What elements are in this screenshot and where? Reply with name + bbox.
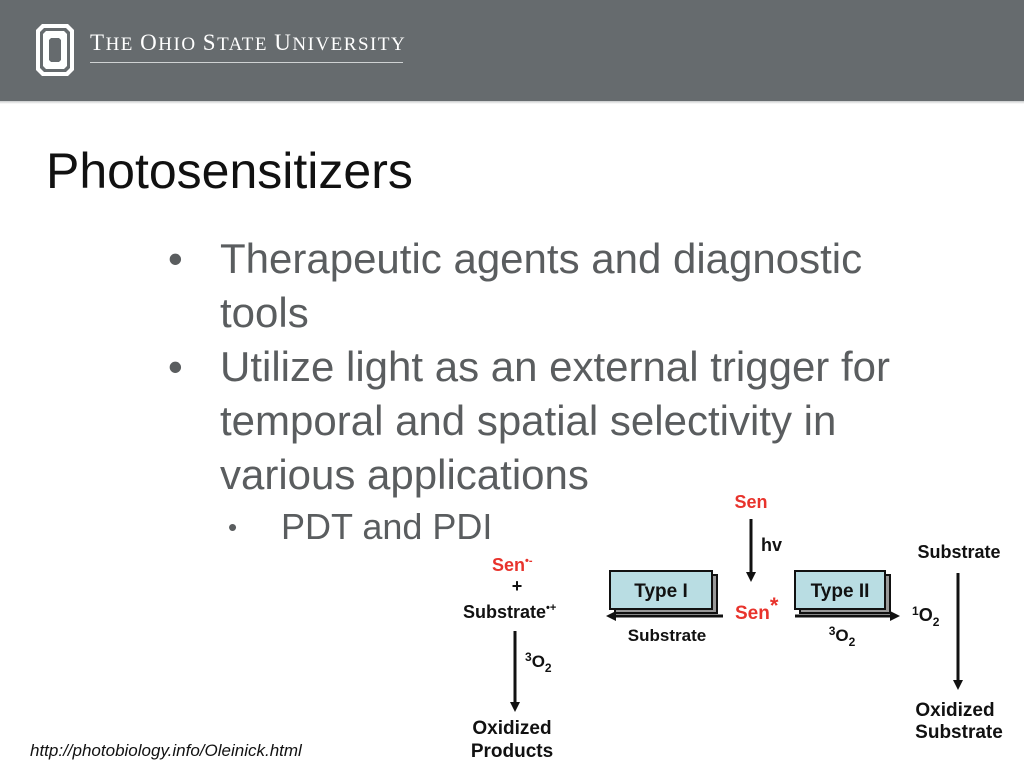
university-header-bar: THE OHIO STATE UNIVERSITY — [0, 0, 1024, 101]
university-name: THE OHIO STATE UNIVERSITY — [90, 30, 407, 55]
diagram-sen-radical-anion: Sen•- — [492, 555, 533, 575]
source-url-link[interactable]: http://photobiology.info/Oleinick.html — [30, 741, 302, 760]
diagram-substrate-type-1: Substrate — [628, 626, 706, 645]
bullet-text: Therapeutic agents and diagnostic tools — [220, 235, 863, 336]
type-2-label: Type II — [811, 581, 870, 602]
block-o-logo-icon — [36, 24, 74, 76]
diagram-hv-label: hv — [761, 535, 782, 555]
bullet-item: • Therapeutic agents and diagnostic tool… — [168, 232, 958, 340]
type-1-label: Type I — [634, 581, 688, 602]
diagram-right-substrate: Substrate — [917, 542, 1000, 562]
diagram-oxidized-substrate-line-1: Oxidized — [915, 700, 994, 721]
sub-bullet-item: • PDT and PDI — [228, 502, 958, 552]
header-divider — [0, 101, 1024, 104]
diagram-oxidized-products-line-1: Oxidized — [472, 718, 551, 739]
university-name-underline — [90, 62, 403, 63]
diagram-triplet-oxygen: 3O2 — [829, 624, 856, 649]
type-1-box: Type I — [609, 570, 718, 614]
diagram-substrate-radical-cation: Substrate•+ — [463, 602, 556, 622]
diagram-oxidized-products-line-2: Products — [471, 741, 553, 762]
diagram-sen-excited: Sen* — [735, 593, 779, 624]
diagram-singlet-oxygen: 1O2 — [912, 604, 940, 629]
bullet-list: • Therapeutic agents and diagnostic tool… — [168, 232, 958, 552]
photosensitizer-mechanism-diagram: Sen hv Sen* Type I Type II Substrate 3O2… — [463, 492, 1003, 762]
diagram-sen-ground: Sen — [734, 492, 767, 512]
diagram-plus-sign: + — [512, 576, 523, 596]
sub-bullet-marker: • — [228, 512, 238, 542]
bullet-marker: • — [168, 235, 183, 282]
diagram-left-oxygen: 3O2 — [525, 650, 552, 675]
bullet-text: Utilize light as an external trigger for… — [220, 343, 890, 498]
slide-title: Photosensitizers — [46, 143, 413, 199]
bullet-marker: • — [168, 343, 183, 390]
sub-bullet-text: PDT and PDI — [281, 506, 493, 547]
diagram-oxidized-substrate-line-2: Substrate — [915, 722, 1003, 743]
bullet-item: • Utilize light as an external trigger f… — [168, 340, 958, 502]
type-2-box: Type II — [794, 570, 891, 614]
